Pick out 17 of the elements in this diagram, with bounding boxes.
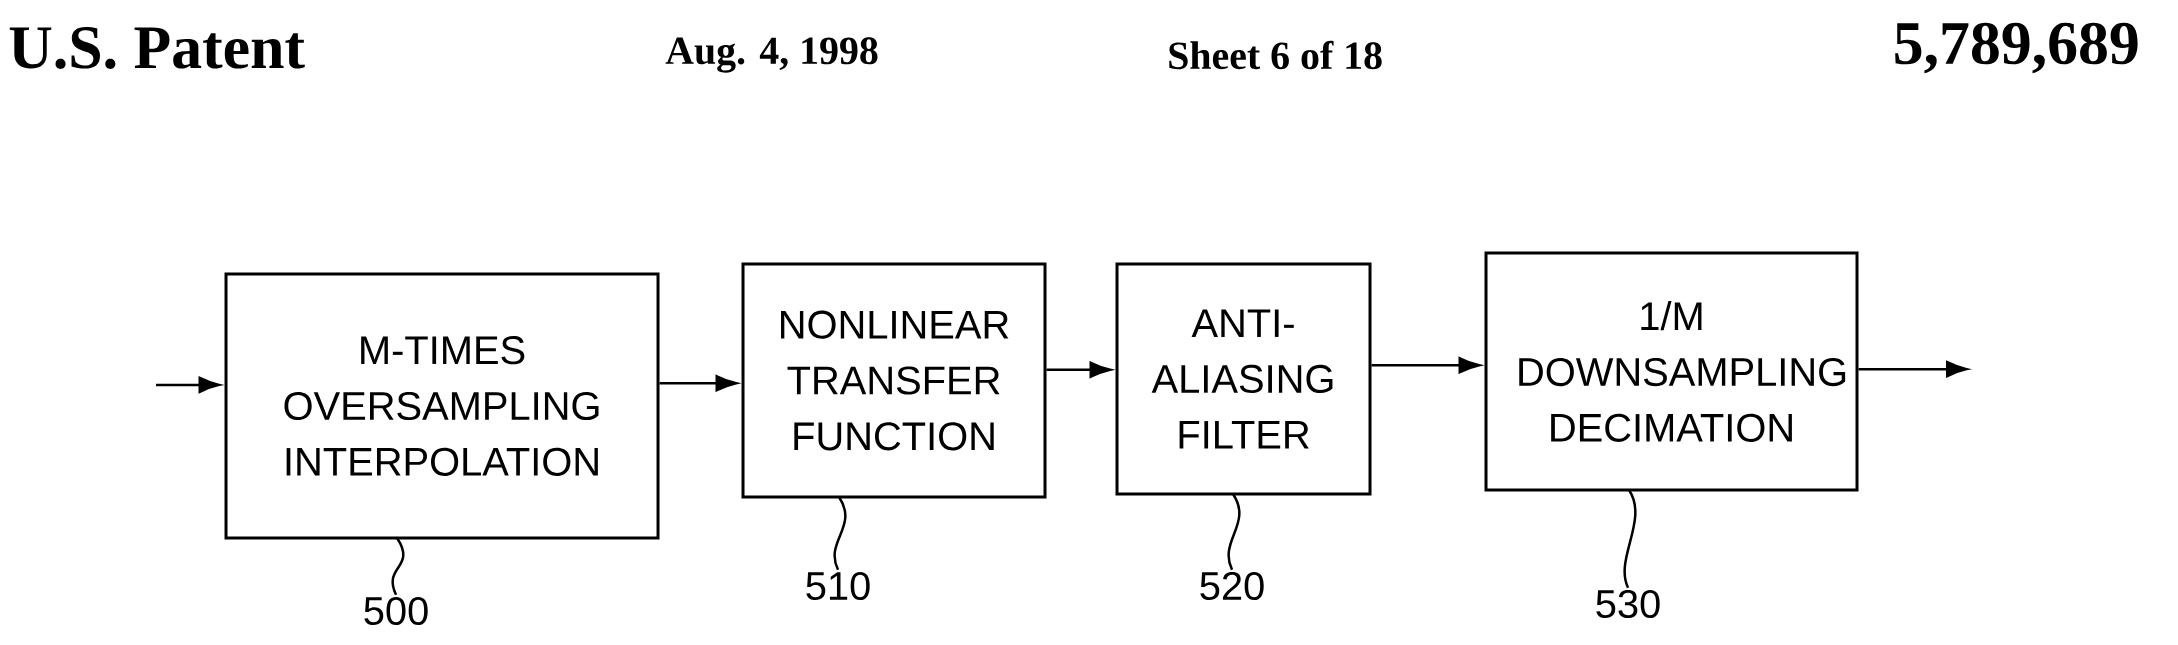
header-text: U.S. Patent [9,27,305,69]
process-box: NONLINEAR TRANSFER FUNCTION [741,262,1047,499]
arrow [156,376,221,394]
leader-line [1623,489,1637,589]
process-box: M-TIMES OVERSAMPLING INTERPOLATION [224,272,660,540]
leader-line [1227,493,1241,571]
process-box: ANTI- ALIASING FILTER [1115,262,1372,496]
callout-number: 520 [1200,571,1264,601]
leader-line [833,496,847,571]
callout-number: 510 [806,571,870,601]
process-box: 1/M DOWNSAMPLING DECIMATION [1484,251,1859,492]
callout-number: 530 [1596,589,1660,619]
header-text: Aug. 4, 1998 [665,37,878,73]
header-text: 5,789,689 [1895,22,2138,74]
callout-number: 500 [364,596,428,626]
header-text: Sheet 6 of 18 [1169,40,1382,70]
leader-line [391,537,405,596]
